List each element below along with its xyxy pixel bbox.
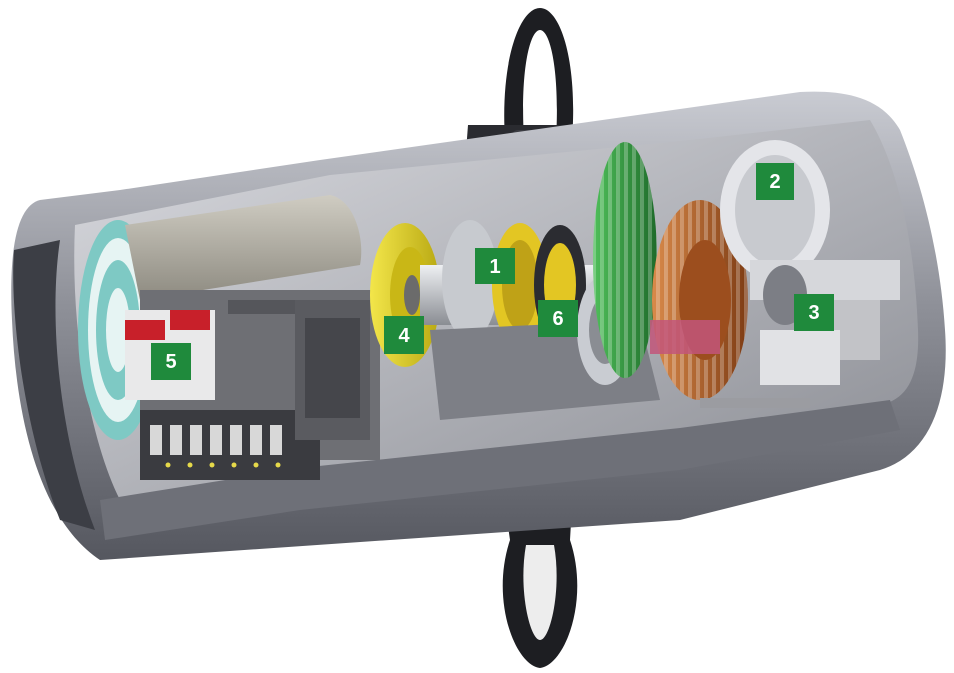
right-end-assembly [700,140,900,408]
callout-5: 5 [151,343,191,380]
callout-4-label: 4 [398,325,410,347]
copper-gear [650,200,748,400]
bottom-hook [502,505,578,668]
green-gear [593,142,657,378]
callout-4: 4 [384,316,424,354]
callout-3-label: 3 [808,302,819,324]
callout-3: 3 [794,294,834,331]
control-electronics [125,300,370,480]
callout-6: 6 [538,300,578,337]
callout-6-label: 6 [552,308,563,330]
callout-5-label: 5 [165,351,176,373]
callout-1: 1 [475,248,515,284]
callout-1-label: 1 [489,256,500,278]
callout-2: 2 [756,163,794,200]
callout-2-label: 2 [769,171,780,193]
